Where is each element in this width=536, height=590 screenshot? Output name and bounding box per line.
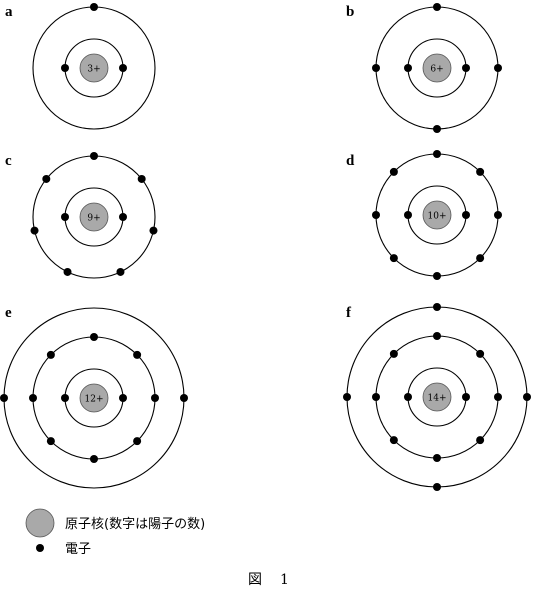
nucleus-proton-count: 14+ bbox=[428, 394, 447, 404]
electron-shell2-1 bbox=[90, 3, 98, 11]
atom-e: e 12+ bbox=[0, 305, 188, 489]
electron-shell3-2 bbox=[523, 393, 531, 401]
caption-prefix: 図 bbox=[248, 572, 262, 588]
nucleus-proton-count: 3+ bbox=[87, 65, 100, 75]
nucleus-proton-count: 9+ bbox=[87, 214, 100, 224]
atom-e-label: e bbox=[5, 305, 12, 321]
atom-d: d 10+ bbox=[346, 150, 502, 280]
nucleus bbox=[422, 53, 452, 83]
electron-shell2-5 bbox=[90, 455, 98, 463]
legend: 原子核(数字は陽子の数) 電子 bbox=[25, 508, 205, 557]
nucleus-proton-count: 6+ bbox=[430, 65, 443, 75]
electron-shell1-1 bbox=[61, 394, 69, 402]
electron-shell2-2 bbox=[494, 64, 502, 72]
nucleus bbox=[422, 382, 452, 412]
atom-a: a 3+ bbox=[5, 3, 156, 130]
electron-shell1-2 bbox=[462, 64, 470, 72]
electron-shell1-1 bbox=[404, 393, 412, 401]
electron-shell2-6 bbox=[389, 254, 398, 263]
electron-shell2-3 bbox=[433, 125, 441, 133]
electron-shell2-7 bbox=[42, 174, 51, 183]
atom-a-label: a bbox=[5, 4, 13, 20]
electron-shell2-1 bbox=[433, 150, 441, 158]
electron-shell1-2 bbox=[119, 64, 127, 72]
electron-shell2-5 bbox=[433, 272, 441, 280]
nucleus bbox=[422, 200, 452, 230]
electron-shell1-1 bbox=[61, 213, 69, 221]
nucleus-proton-count: 12+ bbox=[85, 395, 104, 405]
electron-shell2-2 bbox=[476, 349, 485, 358]
electron-shell1-2 bbox=[462, 393, 470, 401]
electron-shell2-6 bbox=[30, 226, 39, 235]
electron-shell2-1 bbox=[433, 332, 441, 340]
electron-shell2-3 bbox=[151, 394, 159, 402]
electron-shell2-2 bbox=[476, 167, 485, 176]
electron-shell2-2 bbox=[137, 174, 146, 183]
electron-shell2-4 bbox=[476, 254, 485, 263]
electron-shell2-4 bbox=[476, 436, 485, 445]
legend-electron-label: 電子 bbox=[65, 542, 91, 557]
electron-shell1-2 bbox=[119, 213, 127, 221]
electron-shell3-2 bbox=[180, 394, 188, 402]
electron-shell3-1 bbox=[0, 394, 8, 402]
legend-electron-icon bbox=[36, 544, 44, 552]
legend-nucleus-label: 原子核(数字は陽子の数) bbox=[65, 517, 205, 532]
electron-shell2-2 bbox=[133, 350, 142, 359]
electron-shell2-8 bbox=[389, 349, 398, 358]
atom-b: b 6+ bbox=[346, 3, 502, 133]
electron-shell2-8 bbox=[389, 167, 398, 176]
electron-shell2-4 bbox=[133, 437, 142, 446]
electron-shell2-1 bbox=[90, 333, 98, 341]
electron-shell3-1 bbox=[433, 303, 441, 311]
nucleus bbox=[79, 202, 109, 232]
electron-shell1-1 bbox=[404, 211, 412, 219]
electron-shell2-4 bbox=[372, 64, 380, 72]
electron-shell2-4 bbox=[116, 267, 125, 276]
electron-shell2-3 bbox=[149, 226, 158, 235]
figure-caption: 図 1 bbox=[248, 572, 289, 588]
nucleus-proton-count: 10+ bbox=[428, 212, 447, 222]
electron-shell2-5 bbox=[433, 454, 441, 462]
nucleus bbox=[79, 383, 109, 413]
electron-shell2-5 bbox=[63, 267, 72, 276]
electron-shell1-2 bbox=[462, 211, 470, 219]
electron-shell2-7 bbox=[29, 394, 37, 402]
electron-shell1-1 bbox=[404, 64, 412, 72]
electron-shell2-7 bbox=[372, 211, 380, 219]
electron-shell2-7 bbox=[372, 393, 380, 401]
electron-shell3-3 bbox=[433, 483, 441, 491]
nucleus bbox=[79, 53, 109, 83]
electron-shell2-1 bbox=[433, 3, 441, 11]
electron-shell2-3 bbox=[494, 393, 502, 401]
atom-b-label: b bbox=[346, 4, 354, 20]
electron-shell3-4 bbox=[343, 393, 351, 401]
atom-c: c 9+ bbox=[5, 152, 158, 279]
electron-shell1-2 bbox=[119, 394, 127, 402]
electron-shell2-6 bbox=[389, 436, 398, 445]
atom-f-label: f bbox=[346, 305, 352, 321]
atom-d-label: d bbox=[346, 153, 355, 169]
electron-shell2-3 bbox=[494, 211, 502, 219]
atom-f: f 14+ bbox=[343, 303, 531, 491]
electron-shell2-1 bbox=[90, 152, 98, 160]
atoms-layer: a 3+ b 6+ c 9+ d 10+ e 12+ f 14+ bbox=[0, 3, 531, 491]
caption-number: 1 bbox=[280, 572, 289, 588]
electron-shell2-6 bbox=[46, 437, 55, 446]
electron-shell1-1 bbox=[61, 64, 69, 72]
electron-shell2-8 bbox=[46, 350, 55, 359]
legend-nucleus-icon bbox=[25, 508, 55, 538]
atom-c-label: c bbox=[5, 153, 12, 169]
